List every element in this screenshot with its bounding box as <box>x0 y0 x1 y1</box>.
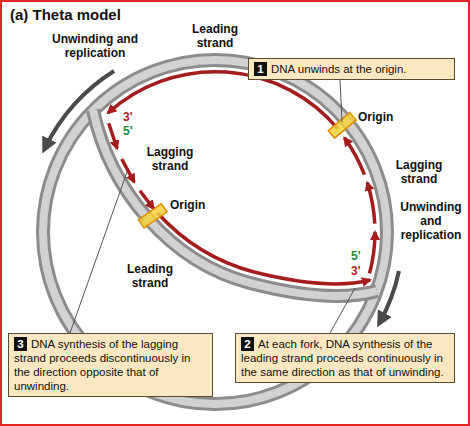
callout-box: 3DNA synthesis of the lagging strand pro… <box>8 333 213 397</box>
okazaki-fragment <box>122 159 135 182</box>
end-label: 3' <box>351 264 361 278</box>
end-label: 5' <box>123 124 133 138</box>
okazaki-fragment <box>367 183 375 224</box>
end-label: 3' <box>123 110 133 124</box>
strand-label: Lagging strand <box>388 158 450 186</box>
callout-number: 1 <box>254 62 267 76</box>
leader-line <box>330 288 355 333</box>
leading-strand-line <box>158 213 371 284</box>
origin-marker <box>138 204 167 228</box>
callout-text: DNA unwinds at the origin. <box>271 63 407 75</box>
leader-line <box>70 172 127 333</box>
strand-label: Leading strand <box>180 22 250 50</box>
dna-branch-inner <box>93 110 377 296</box>
callout-number: 3 <box>14 337 27 351</box>
strand-label: Leading strand <box>118 262 182 290</box>
process-label: Unwinding and replication <box>40 32 150 60</box>
leader-line <box>340 80 342 122</box>
callout-text: At each fork, DNA synthesis of the leadi… <box>241 338 444 378</box>
origin-label: Origin <box>170 198 205 212</box>
unwinding-arrow <box>380 271 399 322</box>
leading-strand-line <box>108 72 338 129</box>
unwinding-arrow <box>45 71 114 148</box>
callout-text: DNA synthesis of the lagging strand proc… <box>14 338 190 392</box>
origin-label: Origin <box>358 110 393 124</box>
callout-box: 1 DNA unwinds at the origin. <box>248 58 455 80</box>
strand-label: Lagging strand <box>140 145 200 173</box>
okazaki-fragment <box>109 123 117 148</box>
okazaki-fragment <box>370 232 376 273</box>
callout-box: 2At each fork, DNA synthesis of the lead… <box>235 333 455 383</box>
okazaki-fragment <box>344 138 364 175</box>
dna-branch <box>93 110 377 296</box>
diagram-title: (a) Theta model <box>10 6 121 24</box>
end-label: 5' <box>351 249 361 263</box>
callout-number: 2 <box>241 337 254 351</box>
process-label: Unwinding and replication <box>395 200 467 242</box>
okazaki-fragment <box>140 191 154 209</box>
